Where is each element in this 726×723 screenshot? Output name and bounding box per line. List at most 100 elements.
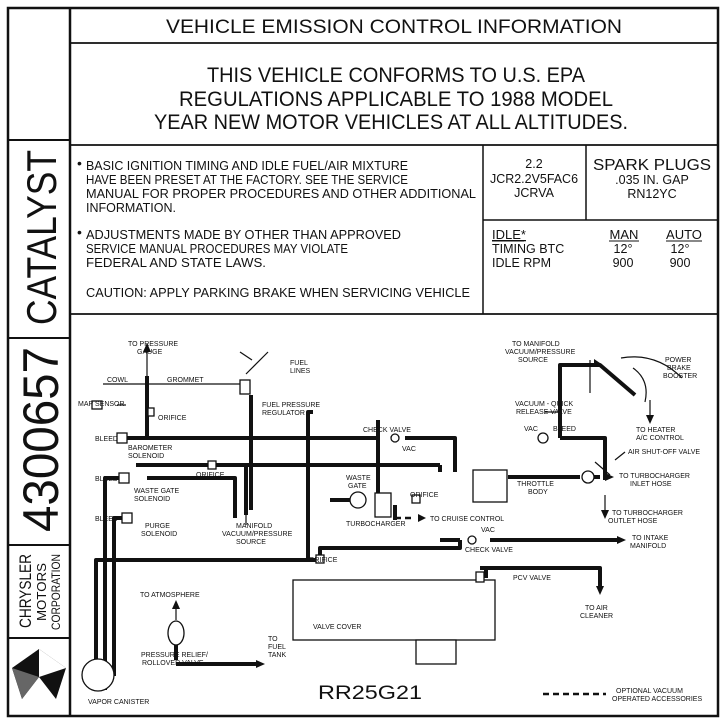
label-to-turbo-outlet: TO TURBOCHARGER bbox=[612, 510, 683, 517]
quick-release-valve bbox=[537, 432, 549, 444]
label-to-pressure-gauge: TO PRESSURE bbox=[128, 341, 178, 348]
check-valve-1 bbox=[390, 433, 400, 443]
label-optional-vacuum-2: OPERATED ACCESSORIES bbox=[612, 696, 702, 703]
note-line: MANUAL FOR PROPER PROCEDURES AND OTHER A… bbox=[86, 187, 476, 201]
label-to-cruise-control: TO CRUISE CONTROL bbox=[430, 516, 504, 523]
diagram-labels: TO PRESSURE GAUGE COWL GROMMET FUEL LINE… bbox=[78, 341, 702, 706]
label-vac-1: VAC bbox=[402, 446, 416, 453]
purge-solenoid-port bbox=[121, 512, 133, 524]
caution-text: CAUTION: APPLY PARKING BRAKE WHEN SERVIC… bbox=[86, 286, 470, 300]
check-valve-2 bbox=[467, 535, 477, 545]
label-to-air-cleaner: TO AIR bbox=[585, 605, 608, 612]
engine-displacement: 2.2 bbox=[525, 157, 542, 171]
label-throttle-body: THROTTLE bbox=[517, 481, 554, 488]
idle-row-auto: 12° bbox=[671, 242, 690, 256]
label-purge-solenoid-2: SOLENOID bbox=[141, 531, 177, 538]
label-quick-release: VACUUM - QUICK bbox=[515, 401, 574, 408]
label-power-brake-booster: POWER bbox=[665, 357, 691, 364]
arrow-to-heater bbox=[646, 415, 654, 424]
label-barometer-solenoid-2: SOLENOID bbox=[128, 453, 164, 460]
label-manifold-source-3: SOURCE bbox=[236, 539, 266, 546]
label-orifice-3: ORIFICE bbox=[410, 492, 439, 499]
label-grommet: GROMMET bbox=[167, 377, 204, 384]
label-orifice-2: ORIFICE bbox=[196, 472, 225, 479]
label-fuel-pressure-regulator: FUEL PRESSURE bbox=[262, 402, 320, 409]
arrow-to-atmosphere bbox=[172, 600, 180, 609]
arrow-to-turbo-inlet bbox=[605, 473, 614, 481]
idle-row-man: 900 bbox=[613, 256, 634, 270]
label-check-valve-1: CHECK VALVE bbox=[363, 427, 411, 434]
arrow-to-intake bbox=[617, 536, 626, 544]
label-purge-solenoid: PURGE bbox=[145, 523, 170, 530]
idle-row-label: IDLE RPM bbox=[492, 256, 551, 270]
arrow-to-cruise bbox=[418, 514, 426, 522]
label-check-valve-2: CHECK VALVE bbox=[465, 547, 513, 554]
idle-row-auto: 900 bbox=[670, 256, 691, 270]
orifice-4 bbox=[315, 554, 325, 564]
note-line: SERVICE MANUAL PROCEDURES MAY VIOLATE bbox=[86, 242, 348, 256]
label-map-sensor: MAP SENSOR bbox=[78, 401, 125, 408]
engine-family-code: JCR2.2V5FAC6 bbox=[490, 172, 578, 186]
label-power-brake-booster-2: BRAKE bbox=[667, 365, 691, 372]
note-line: HAVE BEEN PRESET AT THE FACTORY. SEE THE… bbox=[86, 173, 408, 187]
idle-heading: IDLE* bbox=[492, 227, 526, 242]
label-to-turbo-inlet-2: INLET HOSE bbox=[630, 481, 672, 488]
label-pcv-valve: PCV VALVE bbox=[513, 575, 551, 582]
label-pressure-relief-2: ROLLOVER VALVE bbox=[142, 660, 204, 667]
label-to-air-cleaner-2: CLEANER bbox=[580, 613, 613, 620]
label-to-intake-manifold: TO INTAKE bbox=[632, 535, 669, 542]
throttle-body bbox=[472, 469, 508, 503]
idle-col-auto: AUTO bbox=[666, 227, 702, 242]
label-bleed-4: BLEED bbox=[553, 426, 576, 433]
idle-row-label: TIMING BTC bbox=[492, 242, 564, 256]
arrow-to-manifold bbox=[594, 359, 600, 367]
label-to-heater-2: A/C CONTROL bbox=[636, 435, 684, 442]
notes-block: • BASIC IGNITION TIMING AND IDLE FUEL/AI… bbox=[77, 155, 476, 300]
vacuum-hose-diagram: TO PRESSURE GAUGE COWL GROMMET FUEL LINE… bbox=[78, 341, 702, 706]
turbocharger-body bbox=[374, 492, 392, 518]
label-quick-release-2: RELEASE VALVE bbox=[516, 409, 572, 416]
spark-plug-type: RN12YC bbox=[627, 187, 676, 201]
label-power-brake-booster-3: BOOSTER bbox=[663, 373, 697, 380]
arrow-to-turbo-outlet bbox=[601, 510, 609, 519]
optional-dashed-lines bbox=[395, 516, 606, 696]
arrow-to-fuel-tank bbox=[256, 660, 265, 668]
manufacturer-line-1: CHRYSLER bbox=[16, 554, 35, 628]
label-to-manifold-source-3: SOURCE bbox=[518, 357, 548, 364]
conformance-line-1: THIS VEHICLE CONFORMS TO U.S. EPA bbox=[207, 64, 585, 87]
label-bleed-1: BLEED bbox=[95, 436, 118, 443]
spark-plugs-heading: SPARK PLUGS bbox=[593, 157, 711, 174]
fuel-pressure-regulator bbox=[239, 379, 251, 395]
pentastar-logo bbox=[12, 649, 66, 699]
label-valve-cover: VALVE COVER bbox=[313, 624, 361, 631]
map-sensor-port bbox=[91, 400, 103, 410]
label-to-fuel-tank: TO bbox=[268, 636, 278, 643]
engine-info: 2.2 JCR2.2V5FAC6 JCRVA bbox=[490, 157, 578, 200]
conformance-line-2: REGULATIONS APPLICABLE TO 1988 MODEL bbox=[179, 88, 613, 111]
manufacturer-line-2: MOTORS bbox=[34, 563, 49, 621]
valve-cover-cap bbox=[415, 639, 457, 665]
spark-plug-gap: .035 IN. GAP bbox=[615, 173, 689, 187]
label-optional-vacuum: OPTIONAL VACUUM bbox=[616, 688, 683, 695]
label-to-manifold-source: TO MANIFOLD bbox=[512, 341, 560, 348]
svg-text:•: • bbox=[77, 155, 82, 171]
vapor-canister bbox=[81, 658, 115, 692]
svg-text:•: • bbox=[77, 224, 82, 240]
label-manifold-source: MANIFOLD bbox=[236, 523, 272, 530]
label-pressure-relief: PRESSURE RELIEF/ bbox=[141, 652, 208, 659]
waste-gate-solenoid-port bbox=[118, 472, 130, 484]
note-line: ADJUSTMENTS MADE BY OTHER THAN APPROVED bbox=[86, 228, 401, 242]
evap-family-code: JCRVA bbox=[514, 186, 554, 200]
label-waste-gate-solenoid-2: SOLENOID bbox=[134, 496, 170, 503]
label-fuel-pressure-regulator-2: REGULATOR bbox=[262, 410, 305, 417]
label-throttle-body-2: BODY bbox=[528, 489, 548, 496]
catalyst-text: CATALYST bbox=[18, 150, 65, 325]
note-line: BASIC IGNITION TIMING AND IDLE FUEL/AIR … bbox=[86, 159, 408, 173]
label-to-heater: TO HEATER bbox=[636, 427, 675, 434]
label-orifice-1: ORIFICE bbox=[158, 415, 187, 422]
barometer-solenoid-port bbox=[116, 432, 128, 444]
idle-row-man: 12° bbox=[614, 242, 633, 256]
label-turbocharger: TURBOCHARGER bbox=[346, 521, 406, 528]
label-to-turbo-outlet-2: OUTLET HOSE bbox=[608, 518, 658, 525]
